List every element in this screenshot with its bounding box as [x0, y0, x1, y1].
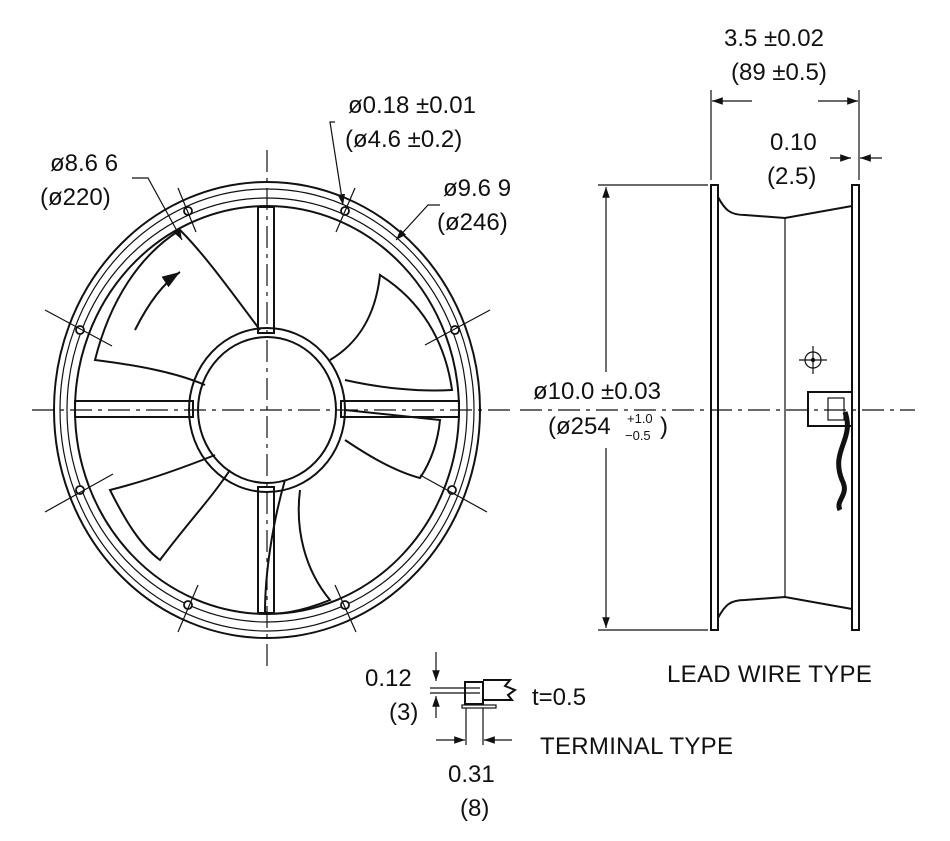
- blade-diameter-in-label: ø8.6 6: [50, 150, 118, 177]
- rotation-arrow-icon: [134, 271, 181, 331]
- hole-pcd-mm-label: (ø246): [437, 209, 508, 236]
- hole-diameter-leader: [329, 121, 346, 206]
- hole-pcd-in-label: ø9.6 9: [443, 175, 511, 202]
- side-view: [520, 90, 915, 631]
- depth-in-label: 3.5 ±0.02: [724, 25, 824, 52]
- outer-dia-in-label: ø10.0 ±0.03: [533, 378, 661, 405]
- impeller-blades: [93, 228, 454, 615]
- front-flange: [710, 184, 719, 631]
- hub-outer: [188, 327, 346, 493]
- terminal-gap-mm-label: (3): [389, 699, 418, 726]
- body-bottom-edge: [717, 595, 853, 619]
- flange-in-label: 0.10: [770, 129, 817, 156]
- outer-dia-close-paren: ): [660, 413, 668, 440]
- outer-dia-mm-label: (ø254: [548, 413, 611, 440]
- terminal-plate: [461, 704, 497, 709]
- hole-diameter-mm-label: (ø4.6 ±0.2): [345, 126, 462, 153]
- flange-mm-label: (2.5): [767, 163, 816, 190]
- front-view: [32, 121, 510, 668]
- rear-flange: [851, 184, 860, 631]
- frame-outer-ring: [53, 181, 481, 639]
- wire-grommet: [827, 397, 845, 421]
- hub-inner: [197, 336, 337, 484]
- terminal-tab: [483, 679, 518, 701]
- terminal-thickness-label: t=0.5: [532, 684, 586, 711]
- depth-mm-label: (89 ±0.5): [731, 59, 827, 86]
- lead-wire: [836, 411, 850, 512]
- wire-exit-box: [807, 391, 853, 427]
- blade-diameter-leader: [132, 177, 183, 241]
- hole-pcd-leader: [395, 204, 440, 241]
- body-top-edge: [717, 196, 853, 220]
- frame-inner-ring: [59, 188, 475, 632]
- hole-diameter-in-label: ø0.18 ±0.01: [348, 92, 476, 119]
- outer-dia-tol-plus: +1.0: [627, 411, 653, 426]
- blade-diameter-mm-label: (ø220): [40, 184, 111, 211]
- hole-tick-lines: [44, 187, 491, 633]
- terminal-width-in-label: 0.31: [448, 761, 495, 788]
- terminal-width-mm-label: (8): [460, 795, 489, 822]
- mounting-circle: [66, 197, 468, 623]
- terminal-type-label: TERMINAL TYPE: [540, 733, 733, 760]
- outer-dia-tol-minus: −0.5: [625, 428, 651, 443]
- terminal-detail: [430, 652, 518, 745]
- terminal-block: [464, 681, 484, 705]
- lead-wire-type-label: LEAD WIRE TYPE: [667, 661, 872, 688]
- terminal-gap-in-label: 0.12: [365, 665, 412, 692]
